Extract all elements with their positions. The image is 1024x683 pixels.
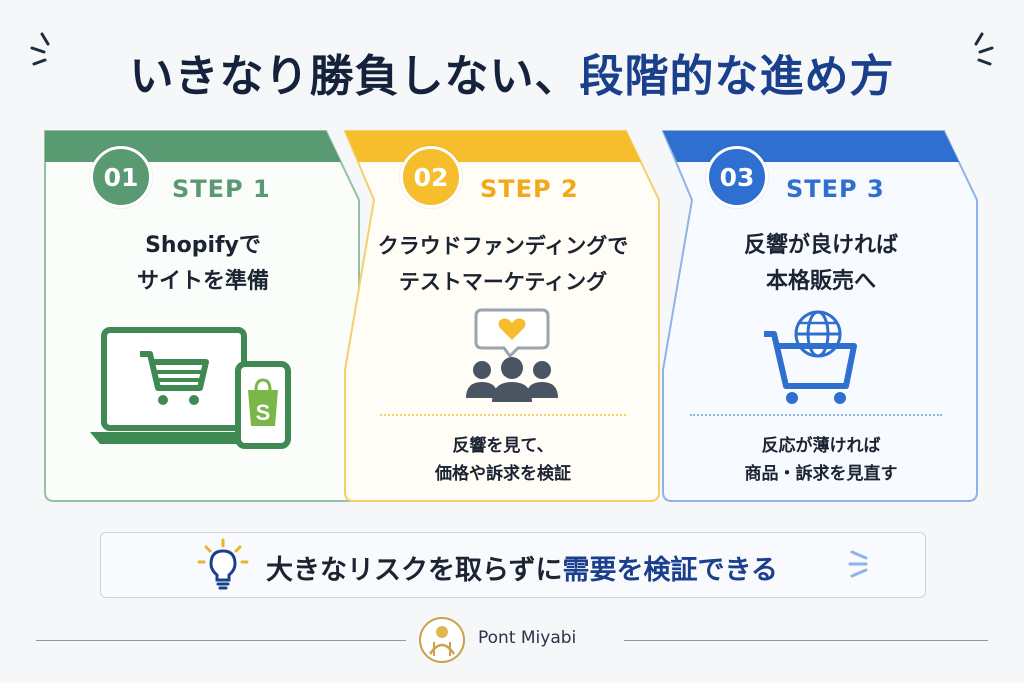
global-cart-icon [764, 310, 857, 404]
step-title-3: 反響が良ければ 本格販売へ [743, 233, 898, 294]
audience-heart-icon [466, 308, 558, 402]
page-title-main: いきなり勝負しない、 [129, 51, 580, 102]
summary-banner-text-accent: 需要を検証できる [562, 555, 778, 586]
spark-left-icon [30, 32, 50, 66]
step-label-3: STEP 3 [786, 175, 885, 203]
step-note-2: 反響を見て、 価格や訴求を検証 [435, 436, 571, 484]
summary-banner-text-main: 大きなリスクを取らずに [266, 555, 563, 586]
page-title-accent: 段階的な進め方 [579, 51, 895, 102]
step-label-1: STEP 1 [172, 175, 271, 203]
spark-right-icon [974, 32, 994, 66]
footer-line-right [624, 640, 988, 641]
brand-name: Pont Miyabi [478, 628, 577, 648]
laptop-cart-icon: S [90, 327, 291, 449]
step-label-2: STEP 2 [480, 175, 579, 203]
step-number-badge-2: 02 [400, 146, 462, 208]
step-divider-2 [380, 414, 626, 416]
step-title-1: Shopifyで サイトを準備 [136, 233, 269, 294]
summary-banner-text: 大きなリスクを取らずに需要を検証できる [266, 548, 778, 587]
step-divider-3 [690, 414, 942, 416]
summary-banner [100, 532, 926, 598]
spark-banner-icon [848, 550, 868, 578]
page-title: いきなり勝負しない、段階的な進め方 [0, 40, 1024, 104]
footer-line-left [36, 640, 406, 641]
step-note-3: 反応が薄ければ 商品・訴求を見直す [744, 436, 898, 484]
step-title-2: クラウドファンディングで テストマーケティング [377, 234, 629, 294]
lightbulb-icon [197, 538, 249, 590]
brand-logo-icon [419, 617, 465, 663]
step-number-badge-1: 01 [90, 146, 152, 208]
svg-text:S: S [256, 400, 271, 425]
step-number-badge-3: 03 [706, 146, 768, 208]
